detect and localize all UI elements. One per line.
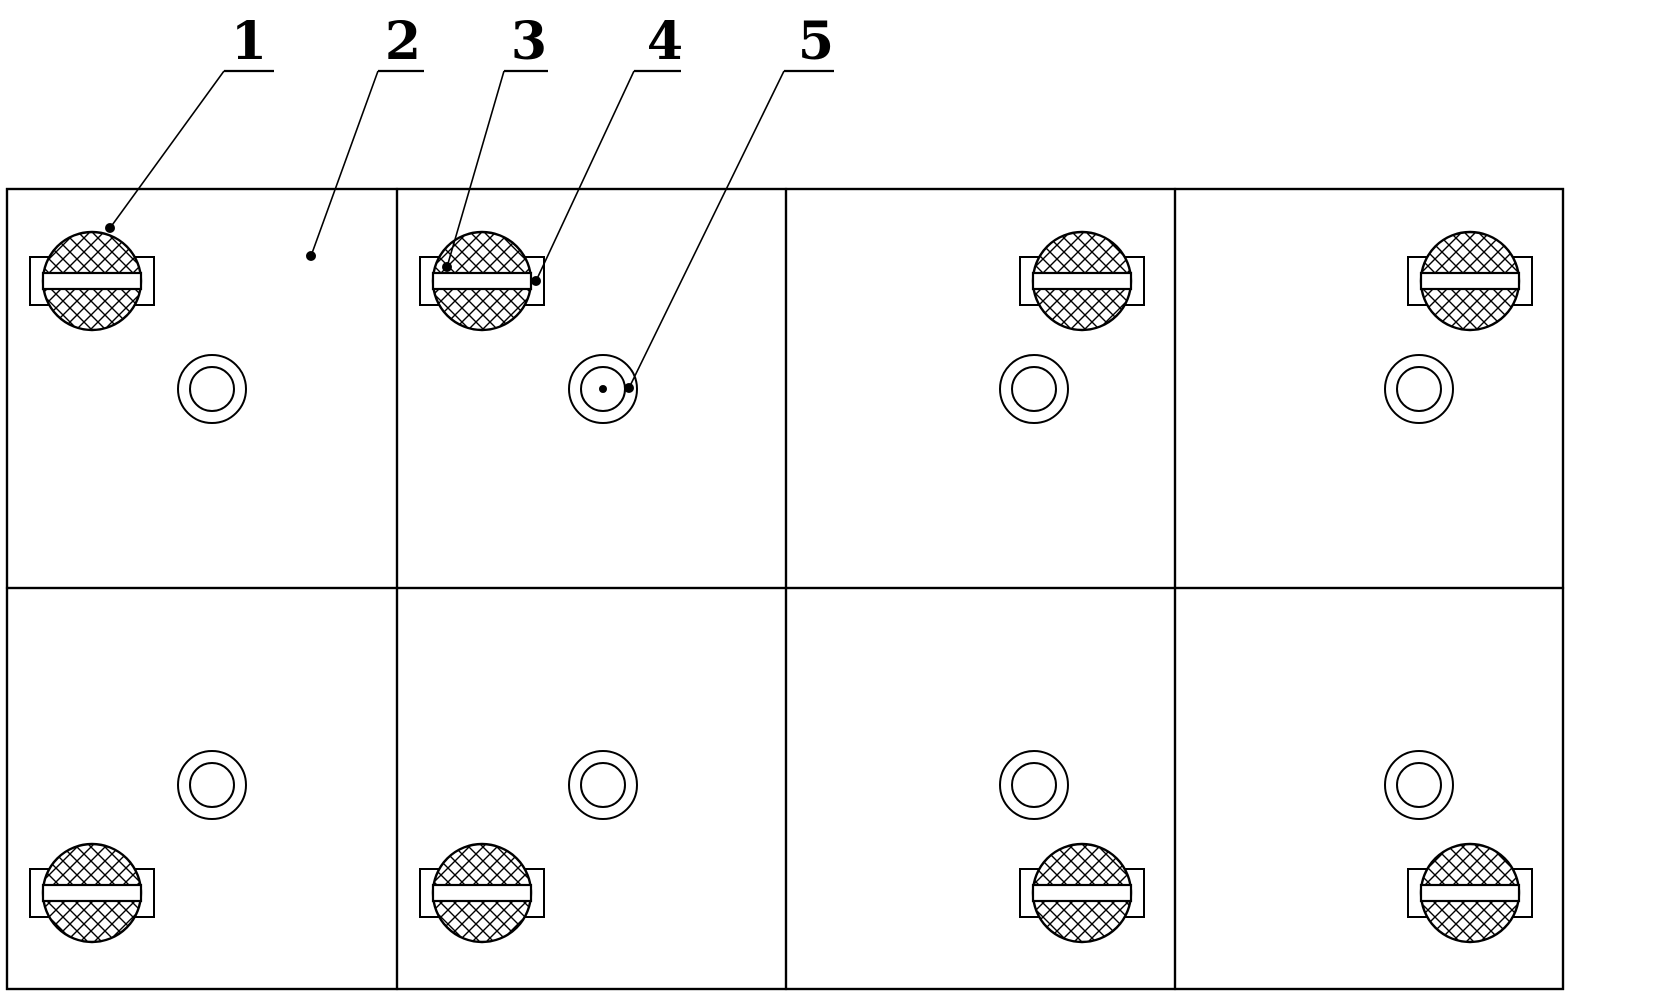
vent-valve xyxy=(177,750,247,820)
callout-label-4: 4 xyxy=(647,11,683,72)
cells-layer xyxy=(5,187,1565,991)
vent-valve xyxy=(1384,354,1454,424)
vent-inner-ring xyxy=(189,366,235,412)
battery-cell xyxy=(1173,586,1565,991)
battery-cell xyxy=(395,187,788,590)
leader-dot-4 xyxy=(531,276,541,286)
vent-outer-ring xyxy=(1384,750,1454,820)
callout-label-5: 5 xyxy=(798,11,834,72)
leader-lines xyxy=(105,69,834,393)
vent-outer-ring xyxy=(999,354,1069,424)
vent-inner-ring xyxy=(189,762,235,808)
vent-center-dot xyxy=(599,385,607,393)
vent-outer-ring xyxy=(177,354,247,424)
vent-inner-ring xyxy=(580,762,626,808)
terminal-assembly xyxy=(29,842,155,944)
terminal-assembly xyxy=(419,230,545,332)
vent-inner-ring xyxy=(1011,762,1057,808)
leader-line-1 xyxy=(109,70,225,229)
leader-dot-1 xyxy=(105,223,115,233)
leader-line-5 xyxy=(628,70,785,389)
screw-slot xyxy=(431,271,533,291)
screw-slot xyxy=(1419,883,1521,903)
terminal-assembly xyxy=(1019,230,1145,332)
vent-valve xyxy=(999,750,1069,820)
vent-outer-ring xyxy=(1384,354,1454,424)
callout-label-1: 1 xyxy=(231,11,267,72)
battery-cell xyxy=(1173,187,1565,590)
vent-outer-ring xyxy=(177,750,247,820)
vent-inner-ring xyxy=(1396,366,1442,412)
screw-slot xyxy=(1419,271,1521,291)
leader-line-2 xyxy=(310,70,379,257)
battery-cell xyxy=(784,187,1177,590)
vent-outer-ring xyxy=(568,750,638,820)
battery-cell xyxy=(395,586,788,991)
vent-valve xyxy=(568,750,638,820)
screw-slot xyxy=(41,271,143,291)
leader-dot-5 xyxy=(624,383,634,393)
screw-slot xyxy=(41,883,143,903)
vent-outer-ring xyxy=(999,750,1069,820)
leader-dot-2 xyxy=(306,251,316,261)
battery-cell xyxy=(5,187,399,590)
callout-label-3: 3 xyxy=(511,11,547,72)
vent-valve xyxy=(177,354,247,424)
callout-labels: 1 2 3 4 5 xyxy=(231,11,834,72)
leader-line-3 xyxy=(446,70,505,268)
leader-dot-3 xyxy=(442,262,452,272)
screw-slot xyxy=(1031,271,1133,291)
vent-inner-ring xyxy=(1011,366,1057,412)
battery-cell xyxy=(5,586,399,991)
vent-inner-ring xyxy=(1396,762,1442,808)
leader-line-4 xyxy=(535,70,635,282)
cell-housing xyxy=(1173,586,1565,991)
screw-slot xyxy=(431,883,533,903)
vent-valve xyxy=(999,354,1069,424)
terminal-assembly xyxy=(419,842,545,944)
terminal-assembly xyxy=(29,230,155,332)
vent-outer-ring xyxy=(568,354,638,424)
screw-slot xyxy=(1031,883,1133,903)
callout-label-2: 2 xyxy=(385,11,421,72)
terminal-assembly xyxy=(1019,842,1145,944)
battery-cell xyxy=(784,586,1177,991)
terminal-assembly xyxy=(1407,842,1533,944)
vent-valve xyxy=(1384,750,1454,820)
terminal-assembly xyxy=(1407,230,1533,332)
